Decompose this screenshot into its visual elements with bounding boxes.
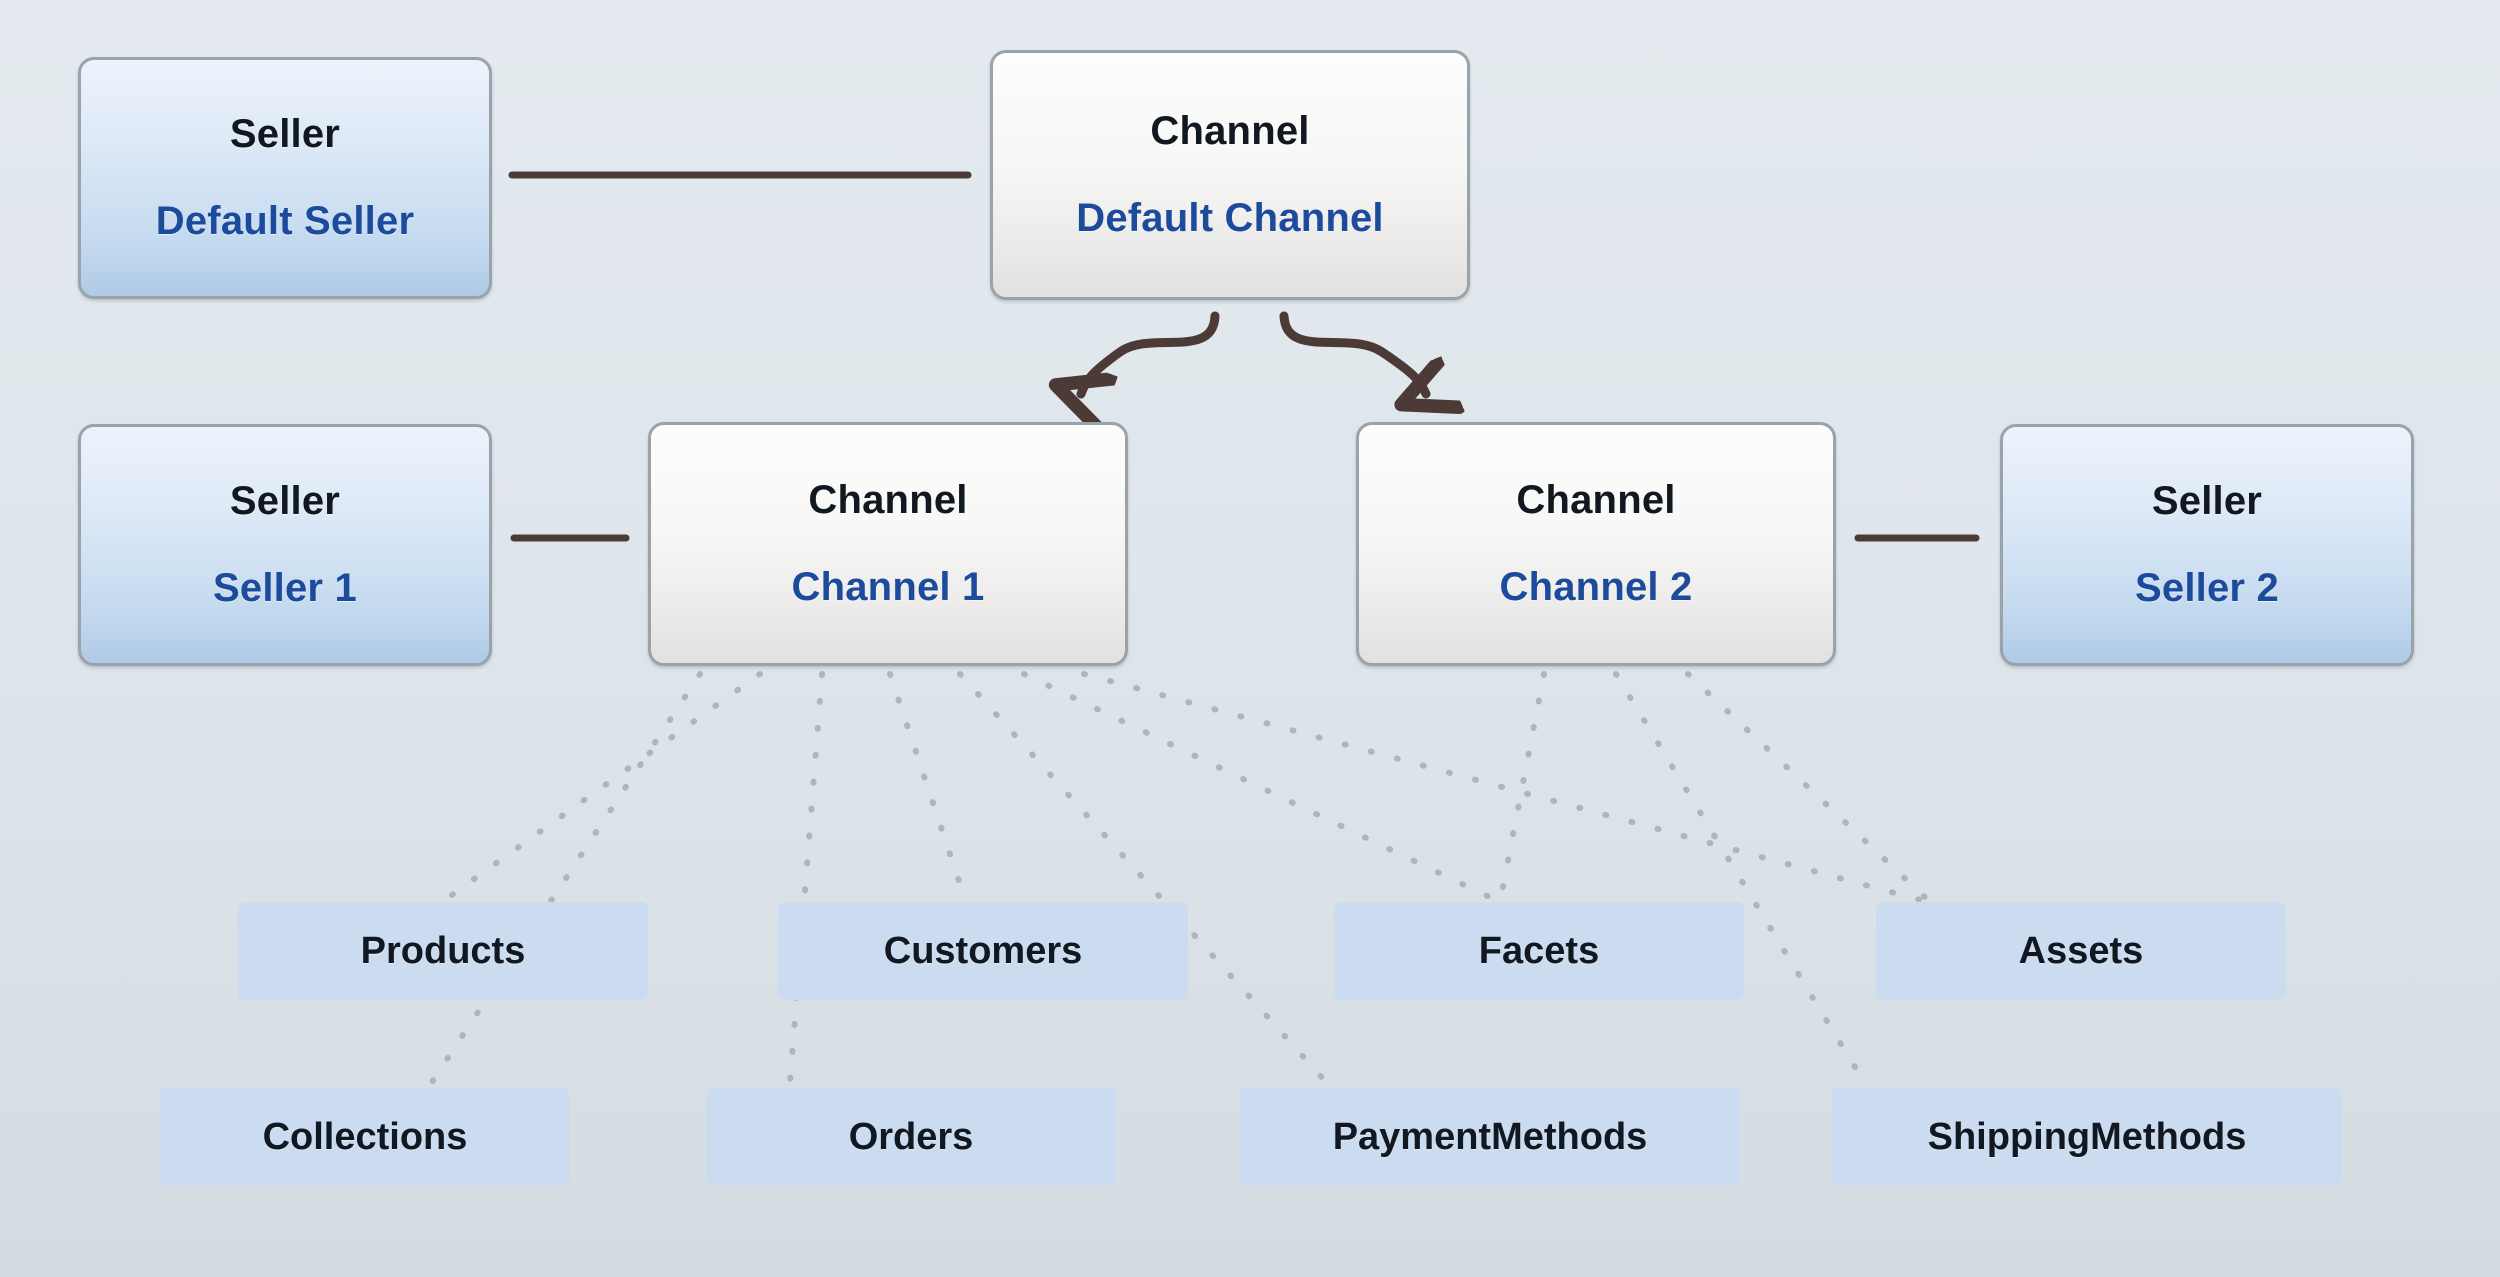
dotted-link-channel2-to-shipping-methods [1613, 671, 1867, 1085]
dotted-link-channel1-to-assets [1081, 671, 1931, 905]
dotted-link-channel1-to-customers [887, 671, 969, 905]
leaf-node-orders[interactable]: Orders [706, 1088, 1116, 1186]
leaf-node-products[interactable]: Products [238, 902, 648, 1000]
leaf-label: Assets [2018, 929, 2144, 972]
leaf-label: PaymentMethods [1332, 1115, 1648, 1158]
leaf-node-facets[interactable]: Facets [1334, 902, 1744, 1000]
arrow-links [1081, 311, 1426, 394]
dotted-link-channel1-to-facets [1021, 671, 1503, 905]
dotted-link-channel1-to-payment-methods [957, 671, 1329, 1085]
entity-name-label: Seller 2 [2135, 566, 2279, 610]
entity-name-label: Channel 2 [1499, 565, 1693, 609]
entity-type-label: Seller [229, 479, 341, 523]
leaf-node-assets[interactable]: Assets [1876, 902, 2286, 1000]
leaf-label: Facets [1478, 929, 1600, 972]
entity-name-label: Seller 1 [213, 566, 357, 610]
entity-type-label: Channel [808, 478, 968, 522]
leaf-node-collections[interactable]: Collections [160, 1088, 570, 1186]
dotted-link-channel1-to-products [439, 671, 763, 905]
entity-type-label: Channel [1150, 109, 1310, 153]
leaf-label: Collections [262, 1115, 468, 1158]
dotted-link-channel2-to-assets [1685, 671, 1933, 905]
leaf-node-customers[interactable]: Customers [778, 902, 1188, 1000]
leaf-label: Customers [883, 929, 1083, 972]
entity-name-label: Channel 1 [791, 565, 985, 609]
arrow-link-default-channel-to-channel-1 [1081, 311, 1220, 394]
entity-type-label: Seller [229, 112, 341, 156]
dotted-link-channel1-to-collections [429, 671, 703, 1085]
dotted-link-channel2-to-facets [1497, 671, 1547, 905]
dotted-link-channel1-to-orders [787, 671, 825, 1085]
entity-name-label: Default Seller [155, 199, 415, 243]
arrow-link-default-channel-to-channel-2 [1279, 311, 1426, 394]
leaf-node-shipping-methods[interactable]: ShippingMethods [1832, 1088, 2342, 1186]
leaf-label: ShippingMethods [1927, 1115, 2247, 1158]
leaf-label: Products [360, 929, 526, 972]
entity-type-label: Channel [1516, 478, 1676, 522]
leaf-node-payment-methods[interactable]: PaymentMethods [1240, 1088, 1740, 1186]
leaf-label: Orders [848, 1115, 974, 1158]
entity-name-label: Default Channel [1076, 196, 1384, 240]
entity-type-label: Seller [2151, 479, 2263, 523]
dotted-links [429, 671, 1933, 1085]
